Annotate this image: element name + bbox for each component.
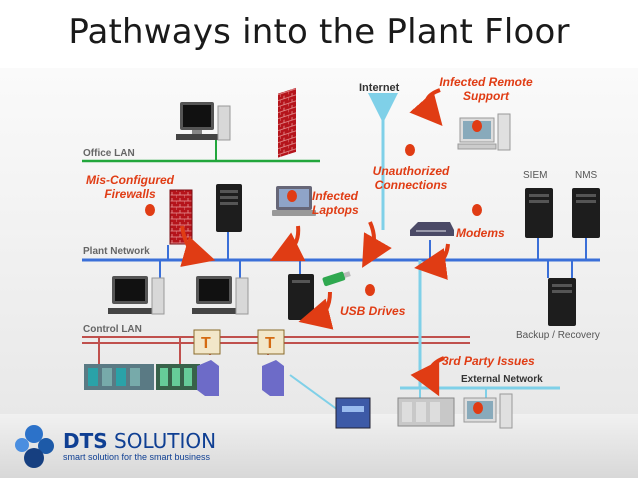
laptops-label: Infected Laptops [312,189,359,217]
external-network-label: External Network [461,374,543,385]
backup-label: Backup / Recovery [516,330,600,341]
svg-text:T: T [201,335,211,352]
threat-icon-firewall [145,204,155,216]
threat-icon-laptop [287,190,297,202]
plant-network-label: Plant Network [83,246,150,257]
control-pc-2 [192,276,249,315]
usb-label: USB Drives [340,304,406,318]
remote-arrow [409,88,443,127]
control-pc-1 [108,276,165,315]
backup-server [548,278,576,326]
remote-support-label: Infected Remote Support [439,75,533,103]
usb-drive [322,271,351,287]
threat-icon-usb [365,284,375,296]
plc-external [397,397,455,427]
footer-bar [0,414,638,478]
siem-label: SIEM [523,170,548,181]
external-pc [463,393,513,429]
third-party-arrow [410,356,445,397]
brand-name: DTS SOLUTION [63,429,217,453]
internet-label: Internet [359,82,400,94]
unauthorized-label: Unauthorized Connections [372,164,450,192]
diagram-background [0,68,638,420]
drive-1 [197,360,219,396]
nms-server [572,188,600,238]
firewalls-label: Mis-Configured Firewalls [86,173,174,201]
plc-rack-2 [156,364,200,390]
threat-icon-external [473,402,483,414]
control-lan-label: Control LAN [83,324,142,335]
modem [410,222,454,236]
office-firewall [278,87,296,158]
brand-tagline: smart solution for the smart business [63,452,211,462]
usb-arrow [298,291,334,330]
rtu-link [289,374,339,411]
terminal-2: T [257,329,285,355]
third-party-label: 3rd Party Issues [442,354,535,368]
drive-2 [262,360,284,396]
office-lan-label: Office LAN [83,148,135,159]
rtu-panel [335,397,371,429]
modem-arrow [414,243,450,280]
threat-icon-unauthorized [405,144,415,156]
dts-logo-icon [15,425,54,468]
laptop-arrow [269,225,306,262]
remote-support-pc [457,113,511,151]
office-pc [176,102,231,141]
svg-text:T: T [265,335,275,352]
terminal-1: T [193,329,221,355]
siem-server [525,188,553,238]
unauthorized-arrow [362,221,392,268]
threat-icon-modem [472,204,482,216]
nms-label: NMS [575,170,598,181]
threat-icon-remote [472,120,482,132]
plant-server [216,184,242,232]
firewall-arrow [180,225,216,267]
control-server [288,274,314,320]
plc-rack-1 [84,364,154,390]
modems-label: Modems [456,226,505,240]
slide-title: Pathways into the Plant Floor [68,12,570,52]
